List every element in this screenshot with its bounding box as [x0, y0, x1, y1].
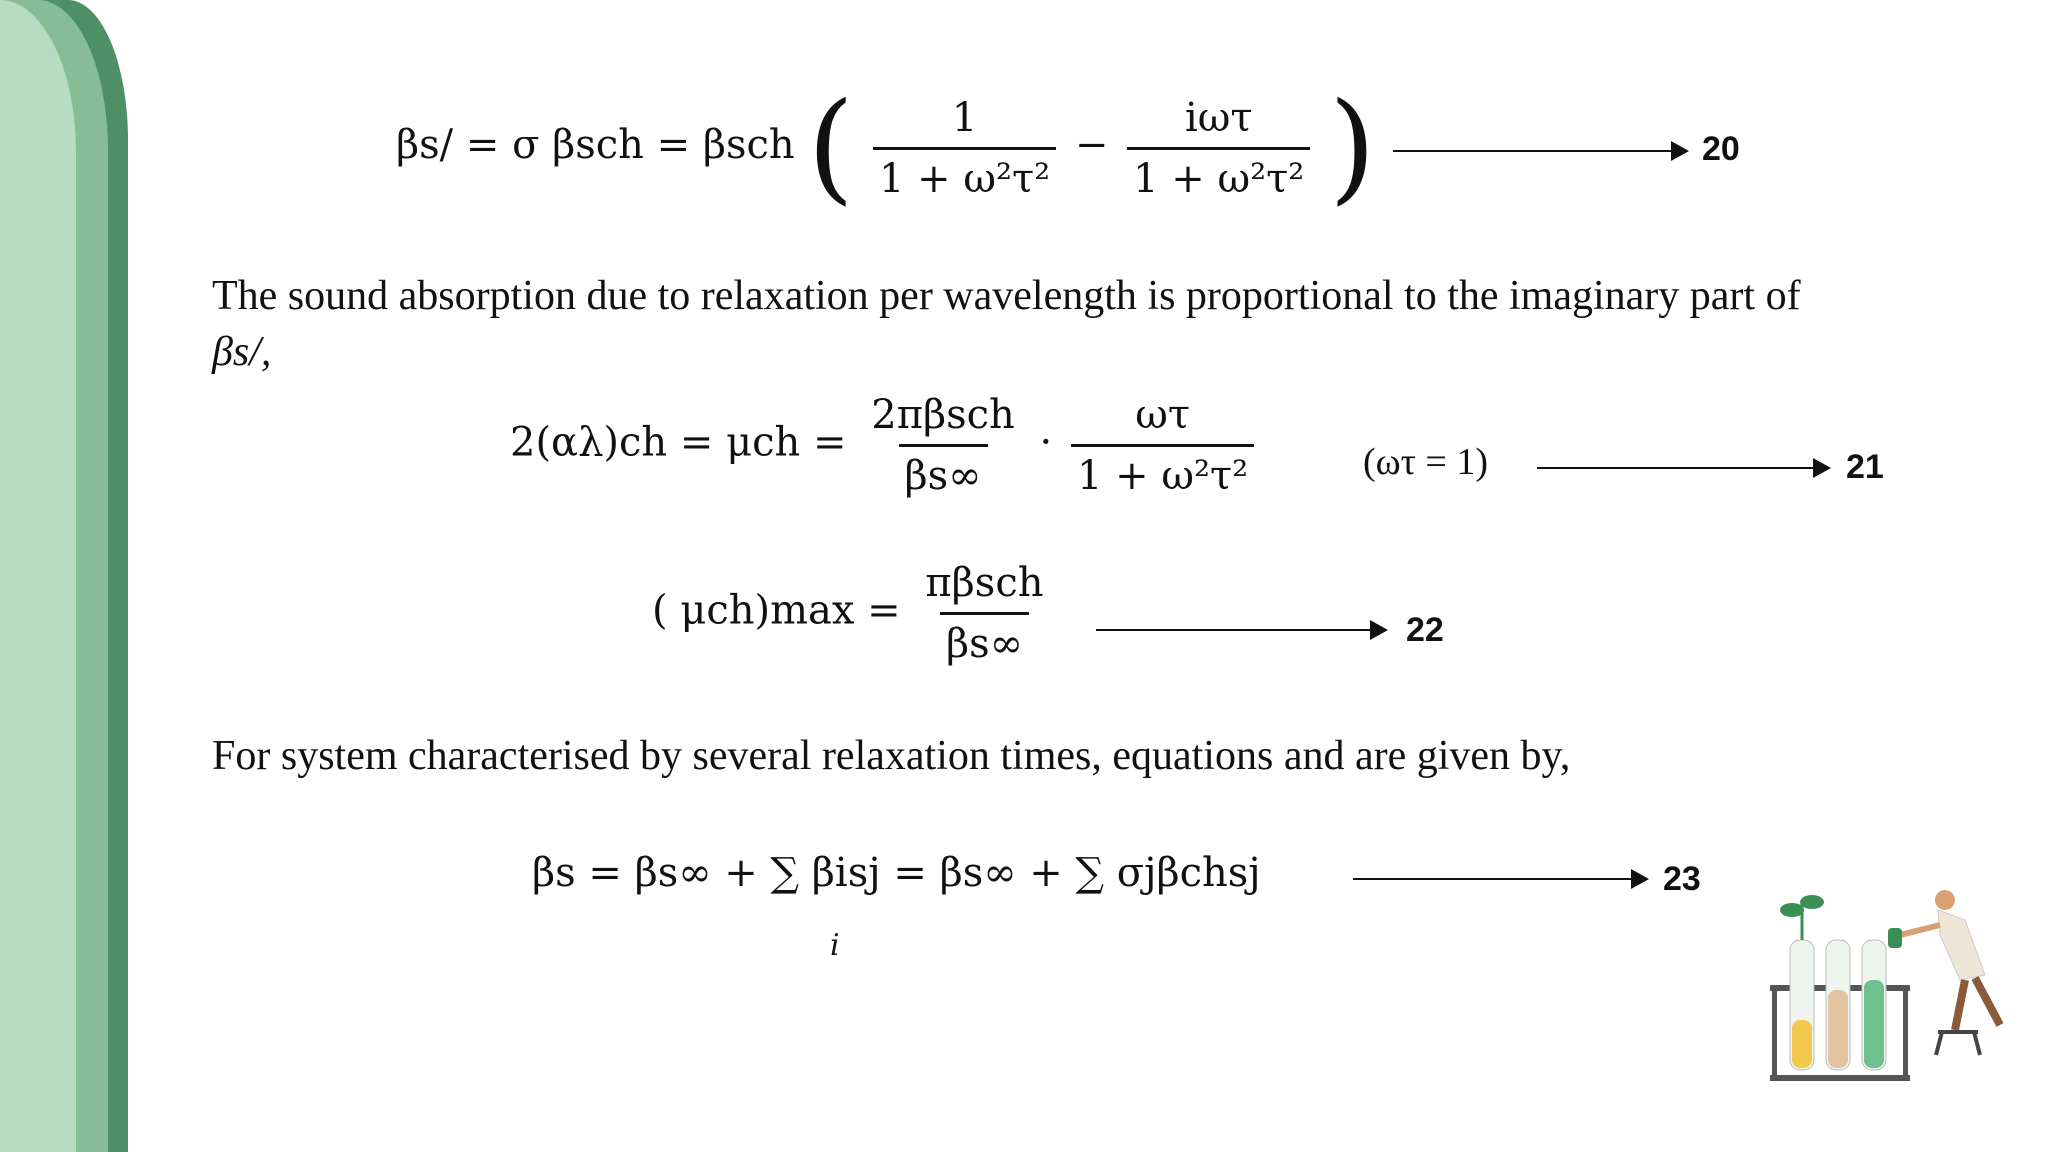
scientist-legs	[1951, 976, 2004, 1031]
rack-leg-right	[1903, 985, 1908, 1081]
rack-base	[1770, 1075, 1910, 1081]
eq21-lhs: 2(αλ)ch = μch =	[510, 419, 847, 466]
eq20-frac1-den: 1 + ω²τ²	[872, 146, 1057, 202]
scientist-arm	[1899, 922, 1941, 938]
eq20-frac2-den: 1 + ω²τ²	[1127, 146, 1311, 202]
eq20-frac2: iωτ 1 + ω²τ²	[1127, 94, 1311, 202]
equation-21: 2(αλ)ch = μch = 2πβsch βs∞ · ωτ 1 + ω²τ²	[510, 392, 1260, 499]
eq21-frac1-den: βs∞	[898, 444, 988, 499]
plant-leaf-left	[1780, 903, 1804, 917]
eq23-expr-left: βs = βs∞ + ∑	[532, 850, 800, 896]
eq23-sum-index: i	[830, 928, 840, 963]
eq21-frac1: 2πβsch βs∞	[865, 392, 1021, 499]
equation-20: βs/ = σ βsch = βsch ( 1 1 + ω²τ² − iωτ 1…	[396, 88, 1376, 208]
test-tube-3-liquid	[1864, 980, 1884, 1068]
eq23-expr-mid: βisj = βs∞ + ∑ σjβchsj	[811, 850, 1261, 896]
equation-23: βs = βs∞ + ∑ βisj = βs∞ + ∑ σjβchsj	[532, 850, 1261, 896]
eq22-frac: πβsch βs∞	[919, 560, 1049, 667]
eq21-number: 21	[1846, 448, 1884, 486]
eq20-frac1: 1 1 + ω²τ²	[872, 94, 1057, 202]
eq22-arrow	[1096, 620, 1388, 640]
equation-22: ( μch)max = πβsch βs∞	[652, 560, 1055, 667]
eq22-frac-num: πβsch	[925, 560, 1044, 606]
eq20-open-paren: (	[807, 78, 855, 217]
scientist-head	[1935, 890, 1955, 910]
paragraph-1-line-1: The sound absorption due to relaxation p…	[212, 273, 1801, 319]
eq23-arrow	[1353, 869, 1649, 889]
flask-in-hand	[1888, 928, 1902, 948]
eq21-frac1-num: 2πβsch	[871, 392, 1015, 438]
eq20-close-paren: )	[1329, 78, 1376, 217]
scientist-coat	[1937, 909, 1986, 981]
eq22-number: 22	[1406, 611, 1444, 649]
eq22-frac-den: βs∞	[939, 612, 1029, 667]
stool	[1934, 1030, 1982, 1056]
scientist-illustration	[1770, 890, 2004, 1081]
side-band-light	[0, 0, 76, 1152]
eq20-minus: −	[1074, 122, 1109, 168]
eq20-frac2-num: iωτ	[1184, 94, 1253, 141]
eq23-number: 23	[1663, 860, 1701, 898]
eq21-frac2-num: ωτ	[1135, 392, 1190, 438]
eq20-arrow	[1393, 141, 1689, 161]
eq21-arrow	[1537, 458, 1831, 478]
eq22-lhs: ( μch)max =	[652, 587, 901, 634]
test-tube-1-liquid	[1792, 1020, 1812, 1068]
test-tube-2-liquid	[1828, 990, 1848, 1068]
plant-leaf-right	[1800, 895, 1824, 909]
rack-leg-left	[1772, 985, 1777, 1081]
eq20-frac1-num: 1	[951, 94, 978, 141]
paragraph-1-line-2: βs/,	[212, 329, 272, 375]
paragraph-2: For system characterised by several rela…	[212, 733, 1571, 779]
eq21-dot: ·	[1039, 419, 1053, 466]
eq21-condition: (ωτ = 1)	[1363, 441, 1489, 483]
eq20-number: 20	[1702, 130, 1740, 168]
eq20-lhs: βs/ = σ βsch = βsch	[396, 122, 795, 168]
eq21-frac2: ωτ 1 + ω²τ²	[1070, 392, 1255, 499]
eq21-frac2-den: 1 + ω²τ²	[1070, 444, 1255, 499]
